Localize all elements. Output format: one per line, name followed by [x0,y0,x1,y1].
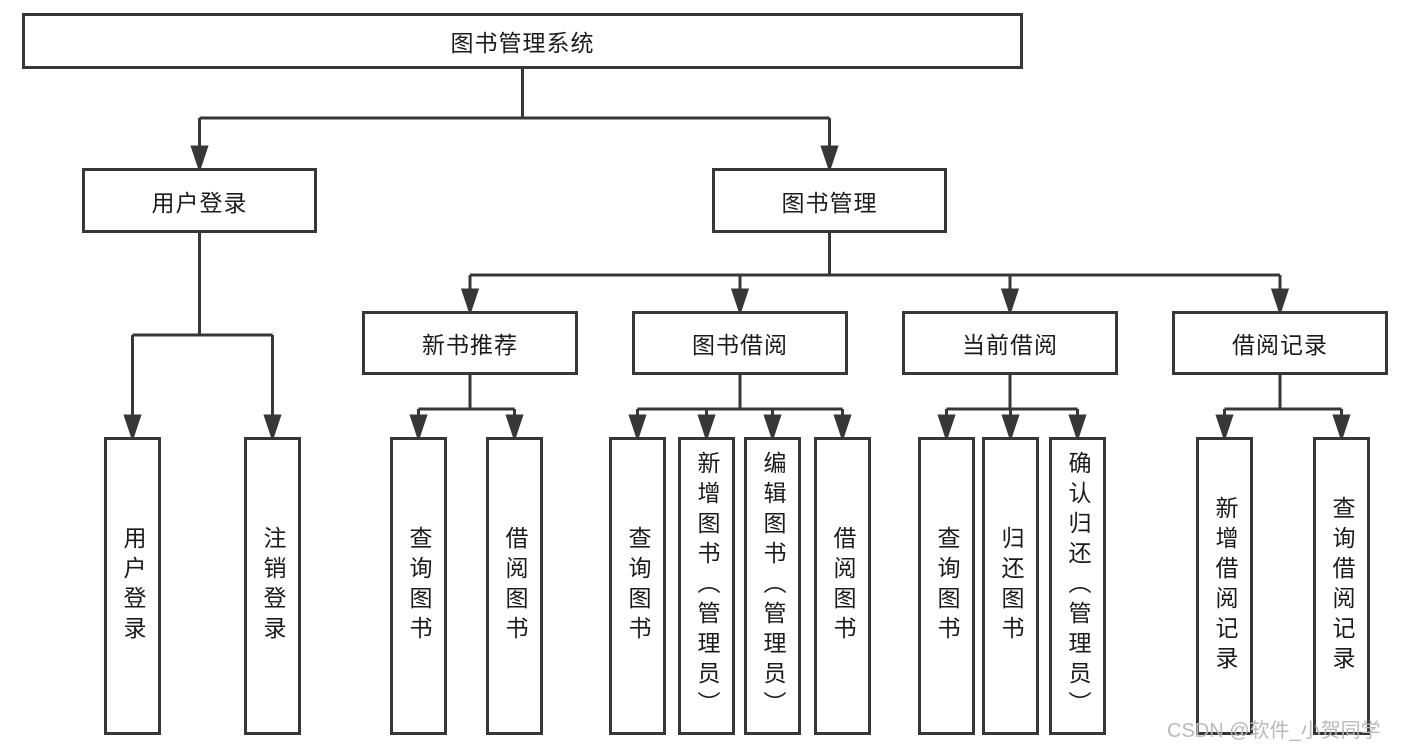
arrow-down-icon [409,414,428,442]
leaf-logout-login: 注销登录 [244,437,301,735]
arrow-down-icon [123,414,142,442]
arrow-down-icon [1000,288,1020,316]
arrow-down-icon [937,414,956,442]
arrow-down-icon [460,288,480,316]
arrow-down-icon [505,414,524,442]
leaf-label: 编辑图书（管理员） [760,451,786,721]
leaf-label: 归还图书 [998,526,1024,646]
leaf-label: 查询借阅记录 [1329,496,1355,676]
arrow-down-icon [763,414,782,442]
edge-book-borrow-to-leaves [628,375,852,442]
leaf-label: 注销登录 [260,526,286,646]
arrow-down-icon [263,414,282,442]
leaf-label: 确认归还（管理员） [1065,451,1091,721]
leaf-borrow-books: 借阅图书 [814,437,871,735]
node-book-management: 图书管理 [712,168,947,233]
leaf-label: 查询图书 [625,526,651,646]
edge-current-borrow-to-leaves [937,375,1087,442]
leaf-borrow-books: 借阅图书 [486,437,543,735]
leaf-confirm-return-admin: 确认归还（管理员） [1049,437,1106,735]
arrow-down-icon [730,288,750,316]
leaf-user-login: 用户登录 [104,437,161,735]
node-current-borrow: 当前借阅 [902,311,1118,375]
arrow-down-icon [628,414,647,442]
arrow-down-icon [190,145,209,173]
leaf-label: 借阅图书 [830,526,856,646]
leaf-return-book: 归还图书 [982,437,1039,735]
node-root-title: 图书管理系统 [22,13,1023,69]
leaf-label: 新增图书（管理员） [694,451,720,721]
edge-root-to-level2 [190,69,839,173]
leaf-add-borrow-record: 新增借阅记录 [1196,437,1253,735]
arrow-down-icon [1215,414,1234,442]
leaf-label: 借阅图书 [502,526,528,646]
edge-new-book-recommend-to-leaves [409,375,524,442]
leaf-query-borrow-record: 查询借阅记录 [1313,437,1370,735]
node-borrow-records: 借阅记录 [1172,311,1388,375]
arrow-down-icon [1332,414,1351,442]
leaf-label: 新增借阅记录 [1212,496,1238,676]
watermark: CSDN @软件_小贺同学 [1167,720,1381,742]
leaf-label: 查询图书 [406,526,432,646]
arrow-down-icon [1068,414,1087,442]
node-book-borrow: 图书借阅 [632,311,848,375]
leaf-query-books: 查询图书 [918,437,975,735]
edge-book-management-to-level3 [460,233,1290,316]
arrow-down-icon [833,414,852,442]
arrow-down-icon [1270,288,1290,316]
arrow-down-icon [697,414,716,442]
node-user-login: 用户登录 [82,168,317,233]
leaf-add-book-admin: 新增图书（管理员） [678,437,735,735]
leaf-query-books: 查询图书 [390,437,447,735]
edge-borrow-records-to-leaves [1215,375,1351,442]
arrow-down-icon [1001,414,1020,442]
node-new-book-recommend: 新书推荐 [362,311,578,375]
leaf-query-books: 查询图书 [609,437,666,735]
arrow-down-icon [820,145,839,173]
leaf-label: 查询图书 [934,526,960,646]
leaf-edit-book-admin: 编辑图书（管理员） [744,437,801,735]
edge-user-login-to-leaves [123,233,282,442]
leaf-label: 用户登录 [120,526,146,646]
